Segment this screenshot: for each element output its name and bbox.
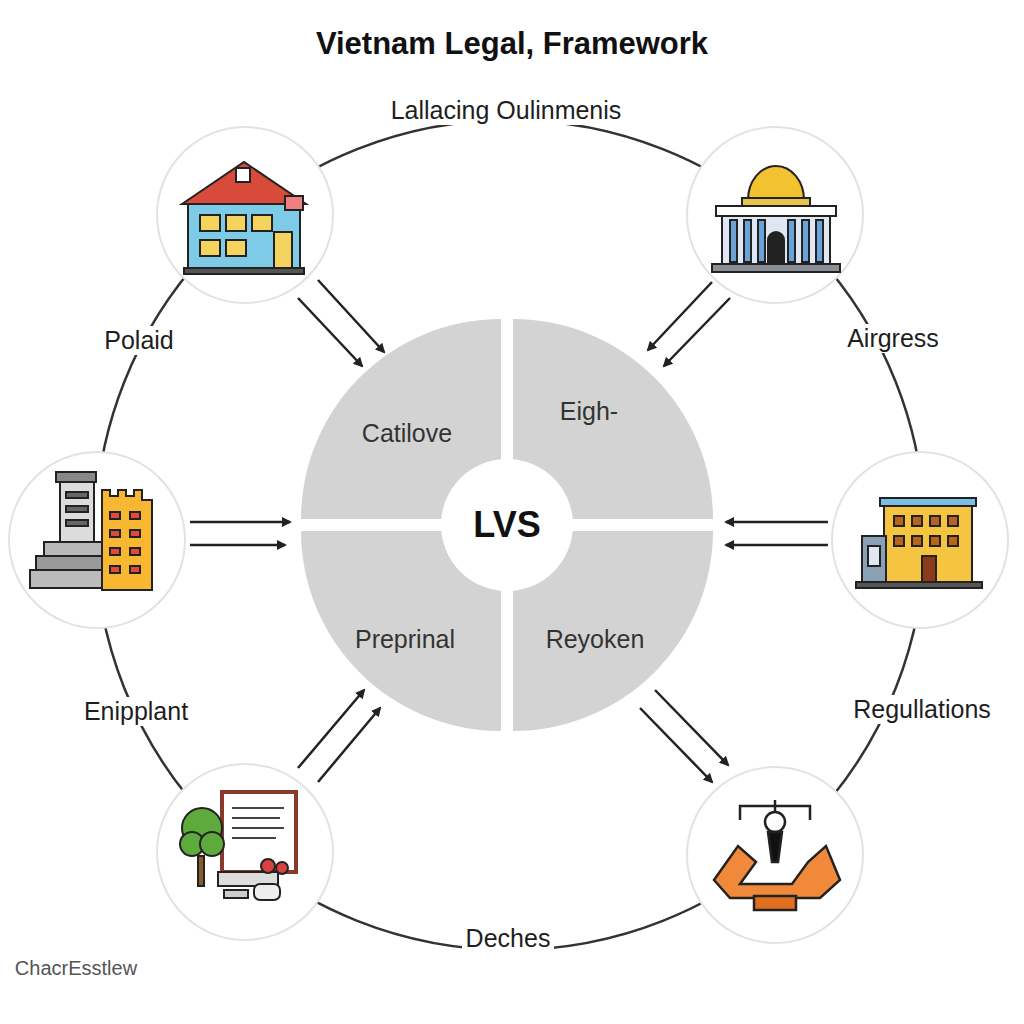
side-label: Regullations [849,695,995,724]
node-label: LVS [473,504,540,546]
side-label: Enipplant [80,697,192,726]
office-building-icon [856,498,982,588]
dome-building-icon [712,166,840,272]
scale-icon [714,800,840,910]
node-label: Reyoken [546,625,645,654]
title: Vietnam Legal, Framework [0,26,1024,62]
arrows [190,280,828,782]
icon-circles [9,127,1008,943]
watermark: ChacrEsstlew [11,957,141,980]
house-icon [182,162,306,274]
node-label: Catilove [362,419,452,448]
document-tree-icon [180,792,296,900]
center-circle: LVS [441,459,573,591]
tower-building-icon [30,472,152,590]
arc-label: Lallacing Oulinmenis [387,96,626,125]
node-label: Preprinal [355,625,455,654]
side-label: Polaid [100,326,178,355]
node-label: Eigh- [560,397,618,426]
side-label: Deches [462,924,555,953]
side-label: Airgress [843,324,943,353]
outer-ring [95,120,925,950]
